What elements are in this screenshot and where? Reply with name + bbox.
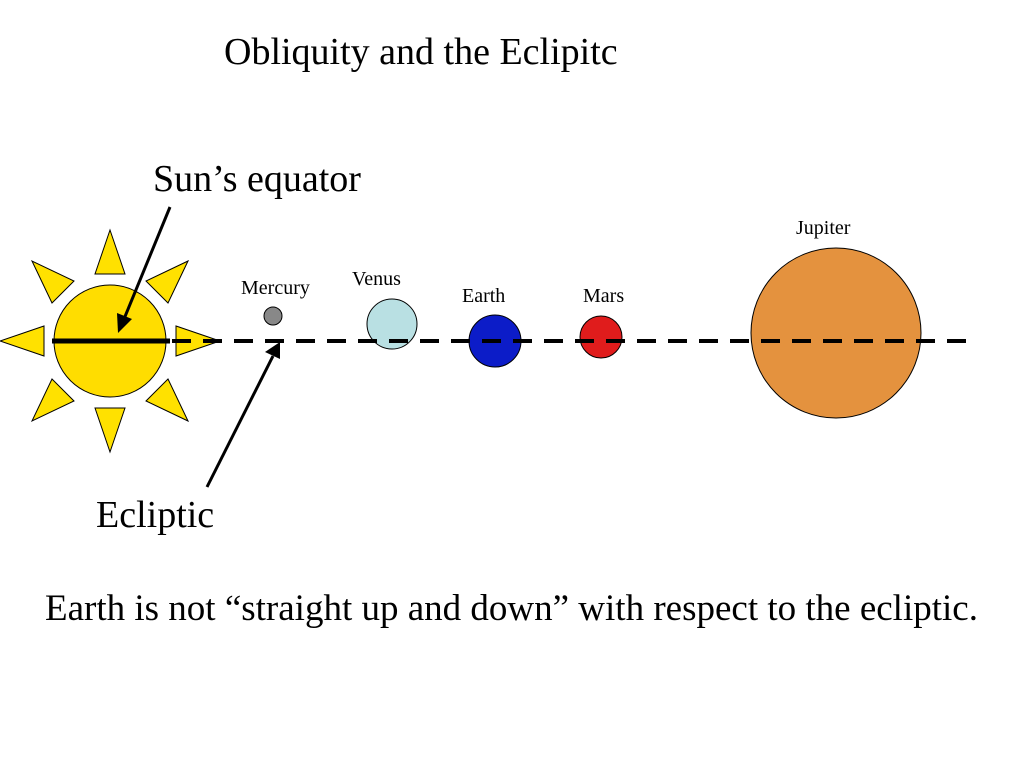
planet-label-mars: Mars xyxy=(583,285,624,307)
sun-ray-left xyxy=(0,325,45,357)
page-title: Obliquity and the Eclipitc xyxy=(224,31,618,73)
planet-label-venus: Venus xyxy=(352,268,401,290)
planet-venus xyxy=(366,298,418,350)
sun-ray-top-left xyxy=(30,259,75,304)
planet-mercury xyxy=(263,306,283,326)
planet-mars xyxy=(579,315,623,359)
ecliptic-arrow xyxy=(205,342,280,488)
sun-rays xyxy=(0,228,222,454)
planet-label-jupiter: Jupiter xyxy=(796,217,851,239)
planet-jupiter xyxy=(750,247,922,419)
sun-equator-arrow xyxy=(117,206,172,333)
sun-ray-bottom-right xyxy=(145,378,190,423)
sun-ray-top-right xyxy=(145,259,190,304)
sun-ray-bottom xyxy=(94,407,126,454)
ecliptic-label: Ecliptic xyxy=(96,494,214,536)
caption-text: Earth is not “straight up and down” with… xyxy=(45,588,978,629)
planet-label-mercury: Mercury xyxy=(241,277,310,299)
sun-ray-bottom-left xyxy=(30,378,75,423)
sun-ray-top xyxy=(94,228,126,275)
sun-equator-label: Sun’s equator xyxy=(153,158,361,200)
planet-label-earth: Earth xyxy=(462,285,505,307)
